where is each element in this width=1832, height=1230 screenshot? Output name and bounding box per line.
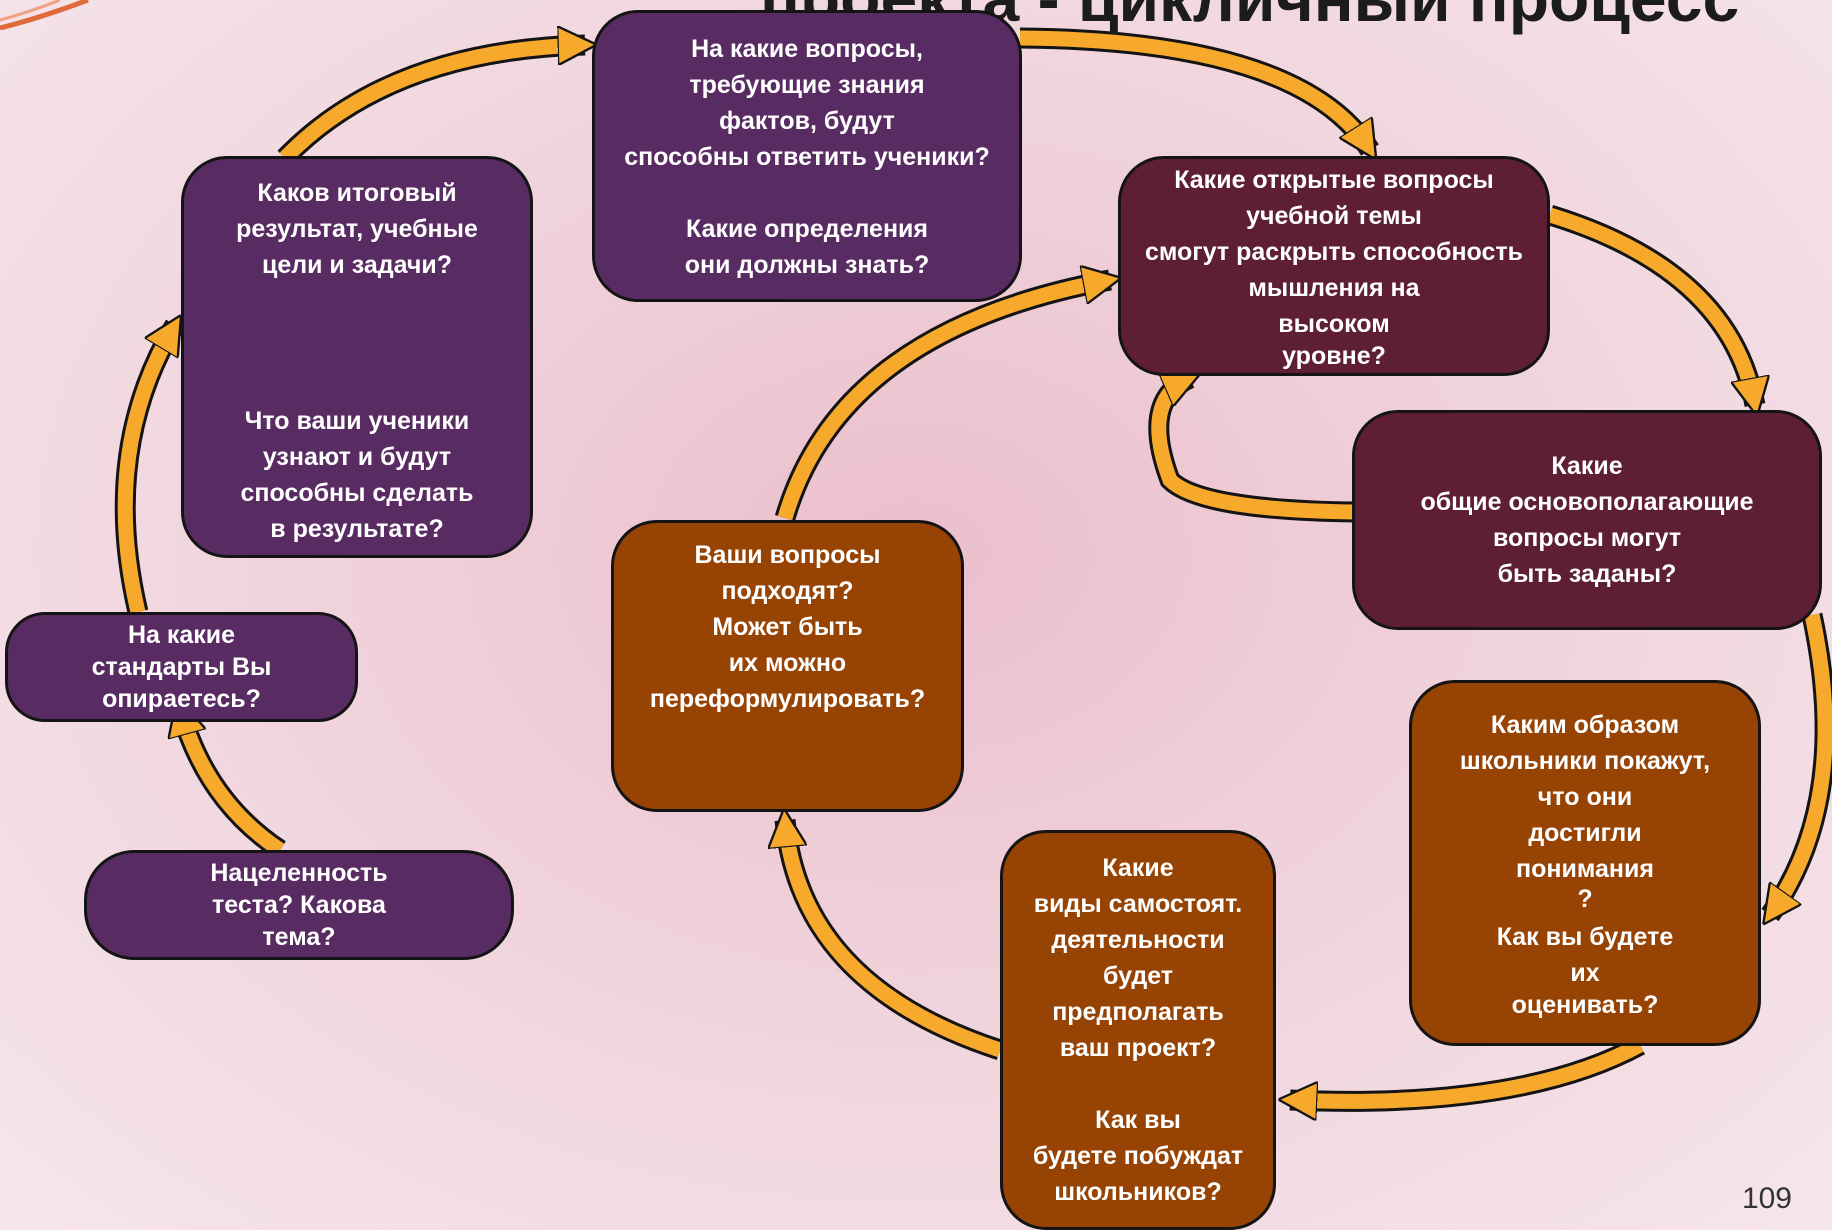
arrow-reformulate-to-open [777,280,1110,521]
node-topic-line: тема? [262,923,336,951]
node-results-line: результат, учебные [236,215,478,243]
node-results-line: Что ваши ученики [244,407,470,436]
node-spacer [196,388,518,403]
arrow-assessment-to-activities [1290,1038,1644,1101]
node-spacer [196,283,518,318]
node-assessment: Каким образом школьники покажут, что они… [1409,680,1761,1046]
node-assessment-line: их [1570,959,1600,987]
node-essential-line: Какие [1551,452,1623,480]
node-spacer [607,175,1007,211]
node-spacer [196,318,518,353]
node-assessment-line: оценивать? [1511,991,1659,1019]
arrow-knowledge-to-open [1019,30,1370,150]
node-reformulate-line: их можно [728,649,847,677]
node-reformulate-line: Ваши вопросы [694,541,881,569]
node-essential-line: общие основополагающие [1420,488,1754,516]
node-knowledge-line: Какие определения [685,215,929,243]
node-open-questions-line: высоком [1278,310,1390,338]
node-standards: На какие стандарты Вы опираетесь? [5,612,358,722]
node-reformulate: Ваши вопросы подходят? Может быть их мож… [611,520,964,812]
node-knowledge: На какие вопросы, требующие знания факто… [592,10,1022,302]
node-activities-line: ваш проект? [1059,1034,1217,1062]
node-activities-line: Какие [1102,854,1174,882]
node-results-line: Каков итоговый [257,179,457,207]
node-activities-line: будет [1102,962,1174,990]
node-open-questions-line: Какие открытые вопросы [1174,166,1494,194]
node-topic: Нацеленность теста? Какова тема? [84,850,514,960]
node-results-line: цели и задачи? [261,251,453,279]
node-topic-line: Нацеленность [210,859,388,887]
node-assessment-line: ? [1577,885,1593,913]
node-essential-line: быть заданы? [1497,560,1677,588]
corner-decoration [0,0,89,30]
node-assessment-line: понимания [1516,855,1654,883]
arrow-topic-to-standards [180,708,285,857]
node-standards-line: стандарты Вы [91,653,272,681]
node-open-questions-line: уровне? [1282,342,1386,370]
node-reformulate-line: переформулировать? [649,685,926,713]
node-knowledge-line: На какие вопросы, [691,35,923,63]
node-standards-line: На какие [127,621,236,649]
node-assessment-line: школьники покажут, [1459,747,1711,775]
arrow-essential-to-open-loop [1151,378,1356,520]
node-open-questions-line: мышления на [1248,274,1420,302]
node-assessment-line: Каким образом [1490,711,1680,739]
node-knowledge-line: они должны знать? [684,251,930,279]
node-assessment-line: достигли [1528,819,1642,847]
node-assessment-line: Как вы будете [1496,923,1674,951]
arrow-results-to-knowledge [279,45,585,164]
arrow-standards-to-results [117,325,175,614]
node-reformulate-line: подходят? [721,577,854,605]
arrow-group [114,30,1832,1101]
node-topic-line: теста? Какова [212,891,386,919]
arrow-activities-to-reformulate [785,820,1003,1058]
page-number: 109 [1741,1182,1792,1215]
node-spacer [1009,1066,1267,1102]
node-spacer [196,353,518,388]
node-activities-line: виды самостоят. [1033,890,1243,918]
node-open-questions-line: учебной темы [1246,202,1422,230]
node-results: Каков итоговый результат, учебные цели и… [181,156,533,558]
node-activities-line: школьников? [1054,1178,1222,1206]
node-knowledge-line: фактов, будут [719,107,895,135]
node-results-line: узнают и будут [262,443,452,472]
node-assessment-line: что они [1537,783,1633,811]
node-standards-line: опираетесь? [102,685,261,713]
node-activities-line: будете побуждат [1032,1142,1244,1170]
node-essential: Какие общие основополагающие вопросы мог… [1352,410,1822,630]
node-activities-line: деятельности [1051,926,1225,954]
node-activities: Какие виды самостоят. деятельности будет… [1000,830,1276,1230]
node-essential-line: вопросы могут [1492,524,1682,552]
node-activities-line: Как вы [1095,1106,1181,1134]
node-knowledge-line: требующие знания [689,71,925,99]
arrow-essential-to-assessment [1770,613,1832,915]
node-open-questions-line: смогут раскрыть способность [1144,238,1524,266]
node-knowledge-line: способны ответить ученики? [624,143,990,171]
node-open-questions: Какие открытые вопросы учебной темы смог… [1118,156,1550,376]
node-reformulate-line: Может быть [712,613,863,641]
node-activities-line: предполагать [1052,998,1224,1026]
node-results-line: способны сделать [240,479,474,508]
arrow-open-to-essential [1547,207,1755,405]
node-results-line: в результате? [270,515,444,544]
